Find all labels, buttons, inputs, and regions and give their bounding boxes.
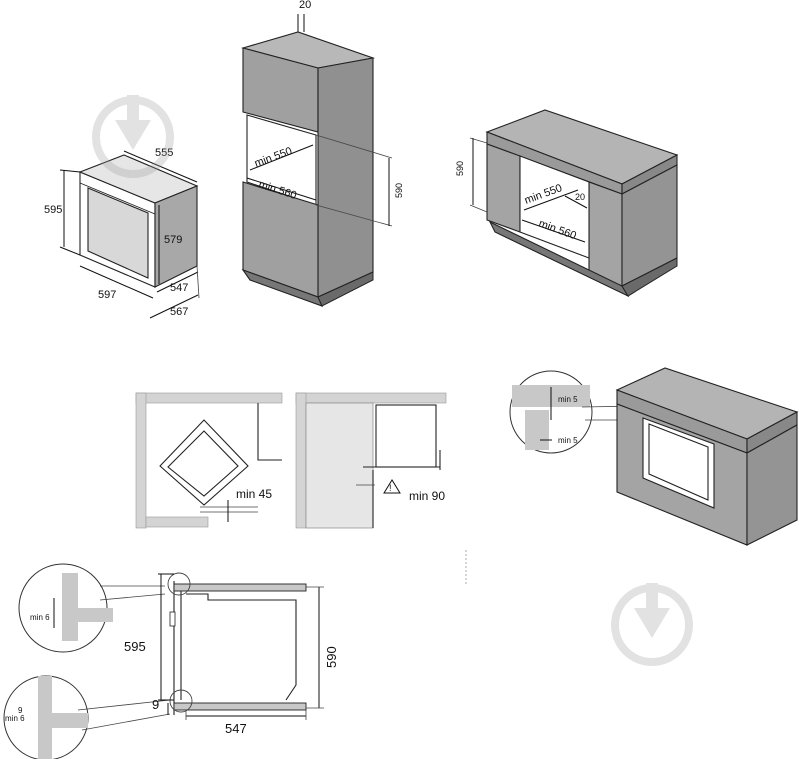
oven-height-label: 595	[44, 204, 62, 216]
section-outer-height-label: 595	[124, 639, 146, 654]
door-clearance-label: min 90	[409, 489, 445, 503]
oven-front-view: 595 555 579 597 547 567	[44, 147, 200, 319]
corner-plan-view: min 45	[135, 392, 283, 529]
counter-gap-label: 20	[575, 192, 585, 202]
oven-depth-label: 555	[155, 147, 173, 159]
oven-width-label: 597	[98, 289, 116, 301]
section-offset-label: 9	[152, 697, 159, 712]
corner-clearance-label: min 45	[236, 487, 272, 501]
detail-bottom-gap-label: min 6	[5, 714, 25, 723]
section-depth-label: 547	[225, 721, 247, 736]
oven-total-depth-label: 567	[170, 306, 188, 318]
gap-side-label: min 5	[558, 436, 578, 445]
warning-icon: !	[389, 483, 392, 493]
tall-cabinet-view: 20 min 550 min 560 590	[240, 0, 404, 307]
gap-detail-view: min 5 min 5	[509, 367, 799, 546]
oven-inner-height-label: 579	[164, 234, 182, 246]
watermark-icon	[92, 95, 174, 178]
oven-side-depth-label: 547	[170, 282, 188, 294]
cabinet-top-gap-label: 20	[299, 0, 311, 11]
watermark-icon	[611, 583, 693, 666]
detail-top-gap-label: min 6	[30, 613, 50, 622]
under-counter-view: 590 min 550 20 min 560	[455, 109, 679, 298]
cabinet-niche-height-label: 590	[394, 183, 404, 198]
gap-top-label: min 5	[558, 395, 578, 404]
side-section-view: min 6 9 min 6 595 590 9 547	[3, 563, 339, 759]
detail-bottom-offset-label: 9	[18, 706, 23, 715]
counter-niche-height-label: 590	[455, 161, 465, 176]
door-plan-view: ! min 90	[295, 392, 447, 529]
section-niche-height-label: 590	[324, 646, 339, 668]
